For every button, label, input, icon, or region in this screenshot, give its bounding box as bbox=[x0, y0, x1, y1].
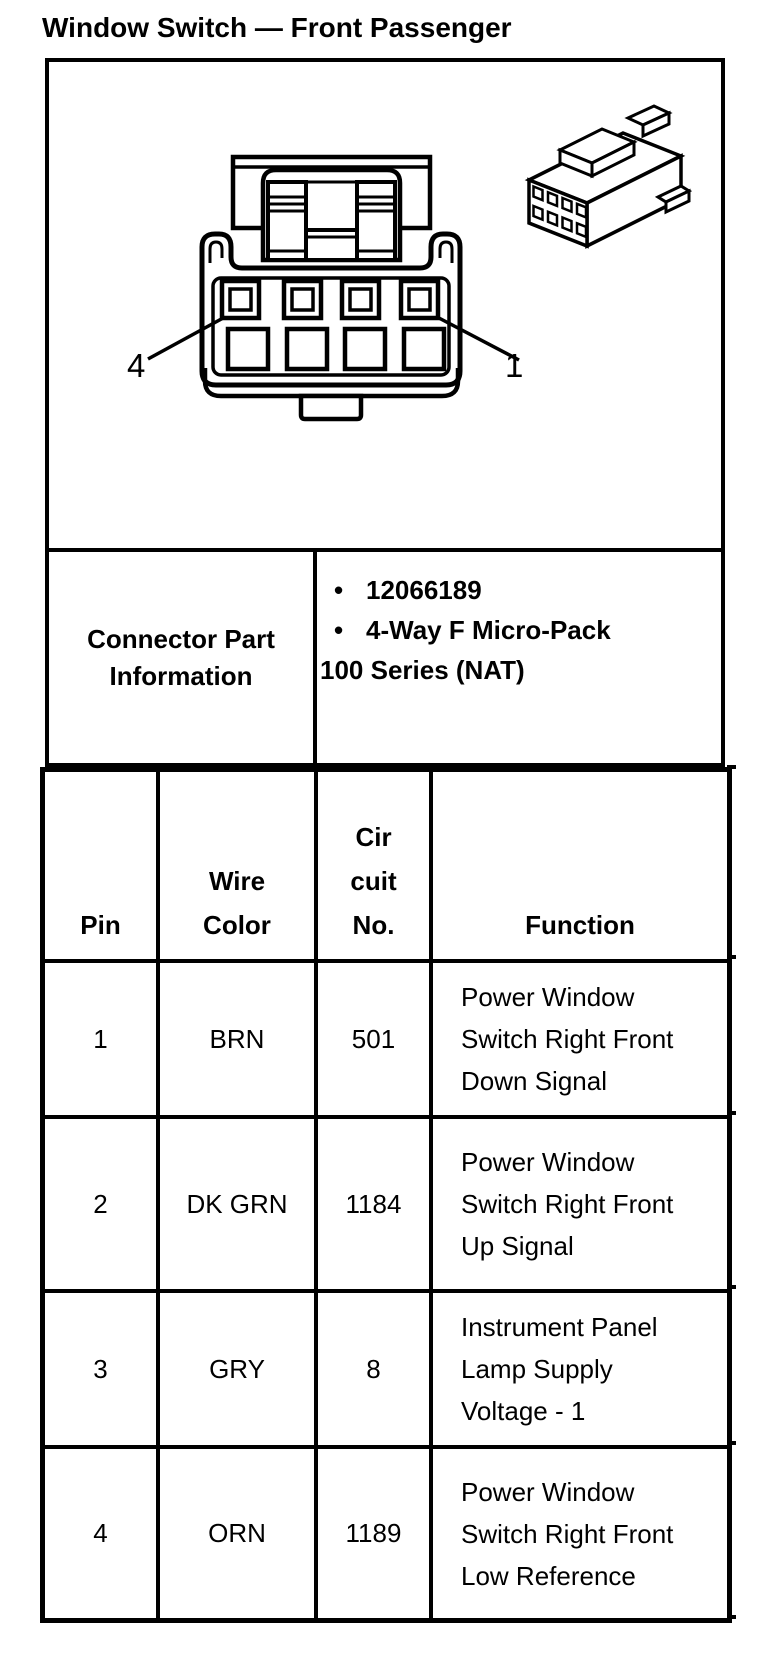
connector-part-information-detail: • 12066189 • 4-Way F Micro-Pack 100 Seri… bbox=[313, 552, 721, 763]
column-header-function: Function bbox=[429, 772, 727, 959]
wire-color-cell: DK GRN bbox=[156, 1115, 314, 1289]
bullet-icon: • bbox=[334, 615, 344, 645]
part-type-item: • 4-Way F Micro-Pack bbox=[317, 610, 721, 650]
pin-cell: 3 bbox=[45, 1289, 156, 1445]
isometric-connector-view bbox=[524, 104, 693, 249]
table-edge-tick bbox=[727, 1441, 736, 1445]
part-number: 12066189 bbox=[366, 575, 482, 605]
table-edge-tick bbox=[727, 1615, 736, 1619]
part-number-item: • 12066189 bbox=[317, 570, 721, 610]
latch-center-bridge bbox=[304, 228, 359, 262]
latch-leg-hatching bbox=[268, 195, 395, 253]
part-series: 100 Series (NAT) bbox=[320, 655, 525, 685]
left-latch-ear-slot bbox=[208, 240, 224, 263]
page-title: Window Switch — Front Passenger bbox=[42, 12, 512, 43]
latch-left-leg bbox=[266, 180, 308, 262]
pin-cell: 2 bbox=[45, 1115, 156, 1289]
connector-bottom-tab bbox=[298, 393, 364, 422]
pin-function-table: Pin Wire Color Cir cuit No. Function 1 B… bbox=[40, 767, 732, 1623]
iso-terminal-holes bbox=[532, 184, 588, 239]
column-header-pin: Pin bbox=[80, 910, 121, 940]
connector-shell-outline bbox=[199, 231, 463, 388]
circuit-no-cell: 1184 bbox=[314, 1115, 429, 1289]
part-info-label-line: Information bbox=[109, 660, 253, 691]
circuit-no-cell: 501 bbox=[314, 959, 429, 1115]
connector-figure-box: 4 1 bbox=[45, 58, 725, 552]
connector-part-information-section: Connector Part Information • 12066189 • … bbox=[45, 552, 725, 767]
pin-cell: 1 bbox=[45, 959, 156, 1115]
wire-color-cell: BRN bbox=[156, 959, 314, 1115]
pin1-leader-line bbox=[436, 315, 520, 362]
table-edge-tick bbox=[727, 955, 736, 959]
function-cell: Power Window Switch Right Front Down Sig… bbox=[429, 959, 727, 1115]
connector-diagram: 4 1 bbox=[127, 104, 693, 422]
right-latch-ear-slot bbox=[438, 240, 454, 263]
pin4-callout-label: 4 bbox=[127, 347, 145, 384]
lower-cavity-row bbox=[225, 326, 447, 372]
bullet-icon: • bbox=[334, 575, 344, 605]
column-header-circuit-no: Cir cuit No. bbox=[314, 772, 429, 959]
column-header-wire-color: Wire Color bbox=[156, 772, 314, 959]
function-cell: Power Window Switch Right Front Low Refe… bbox=[429, 1445, 727, 1618]
connector-part-information-label: Connector Part Information bbox=[49, 552, 313, 763]
circuit-no-cell: 8 bbox=[314, 1289, 429, 1445]
function-cell: Instrument Panel Lamp Supply Voltage - 1 bbox=[429, 1289, 727, 1445]
latch-right-leg bbox=[355, 180, 397, 262]
table-edge-tick bbox=[727, 1285, 736, 1289]
upper-cavity-row bbox=[219, 278, 441, 321]
wire-color-cell: GRY bbox=[156, 1289, 314, 1445]
pin4-leader-line bbox=[147, 315, 226, 361]
table-edge-tick bbox=[727, 1111, 736, 1115]
circuit-no-cell: 1189 bbox=[314, 1445, 429, 1618]
table-edge-tick bbox=[727, 765, 736, 769]
pin1-callout-label: 1 bbox=[505, 347, 523, 384]
part-type: 4-Way F Micro-Pack bbox=[366, 615, 611, 645]
connector-shell-inner-line bbox=[211, 276, 451, 377]
part-info-label-line: Connector Part bbox=[87, 623, 275, 654]
wire-color-cell: ORN bbox=[156, 1445, 314, 1618]
pin-cell: 4 bbox=[45, 1445, 156, 1618]
connector-bottom-lip bbox=[202, 368, 461, 399]
function-cell: Power Window Switch Right Front Up Signa… bbox=[429, 1115, 727, 1289]
